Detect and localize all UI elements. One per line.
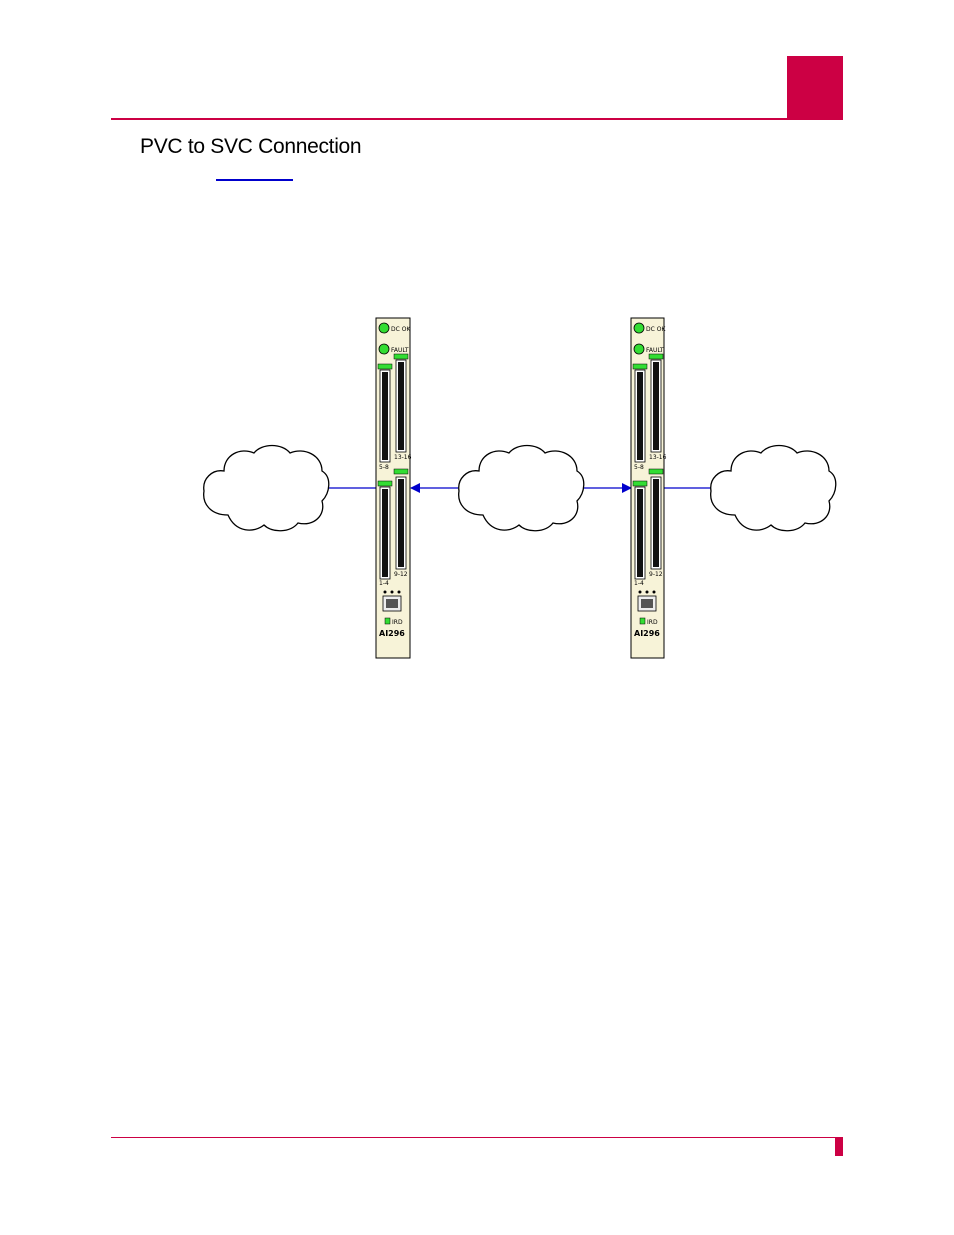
svg-text:5-8: 5-8 <box>379 464 389 471</box>
svg-text:1-4: 1-4 <box>379 580 389 587</box>
svg-text:IRD: IRD <box>392 619 403 626</box>
cross-reference-link[interactable] <box>216 179 293 181</box>
svg-text:13-16: 13-16 <box>394 454 412 461</box>
led-dc-ok-label: DC OK <box>391 326 411 333</box>
svg-text:9-12: 9-12 <box>394 571 408 578</box>
led-fault-icon <box>378 343 390 355</box>
ird-led-icon <box>639 617 646 625</box>
led-fault-icon <box>633 343 645 355</box>
led-dc-ok-icon <box>378 322 390 334</box>
network-cloud-right <box>710 444 837 532</box>
ird-led-icon <box>384 617 391 625</box>
network-cloud-middle <box>458 444 585 532</box>
led-dc-ok-label: DC OK <box>646 326 666 333</box>
led-fault-label: FAULT <box>646 347 664 354</box>
svg-text:9-12: 9-12 <box>649 571 663 578</box>
chapter-tab <box>787 56 843 120</box>
page-title: PVC to SVC Connection <box>140 135 362 158</box>
svg-text:IRD: IRD <box>647 619 658 626</box>
led-fault-label: FAULT <box>391 347 409 354</box>
svg-text:13-16: 13-16 <box>649 454 667 461</box>
svg-text:1-4: 1-4 <box>634 580 644 587</box>
card-model-label: AI296 <box>634 629 660 638</box>
line-card-left: DC OK FAULT 13-16 5-8 9-12 1-4 IRD AI296 <box>375 317 412 659</box>
network-cloud-left <box>203 444 330 532</box>
led-dc-ok-icon <box>633 322 645 334</box>
svg-text:5-8: 5-8 <box>634 464 644 471</box>
line-card-right: DC OK FAULT 13-16 5-8 9-12 1-4 IRD AI296 <box>630 317 667 659</box>
footer-tab <box>835 1138 843 1156</box>
footer-rule <box>111 1137 843 1138</box>
header-rule <box>111 118 843 120</box>
card-model-label: AI296 <box>379 629 405 638</box>
